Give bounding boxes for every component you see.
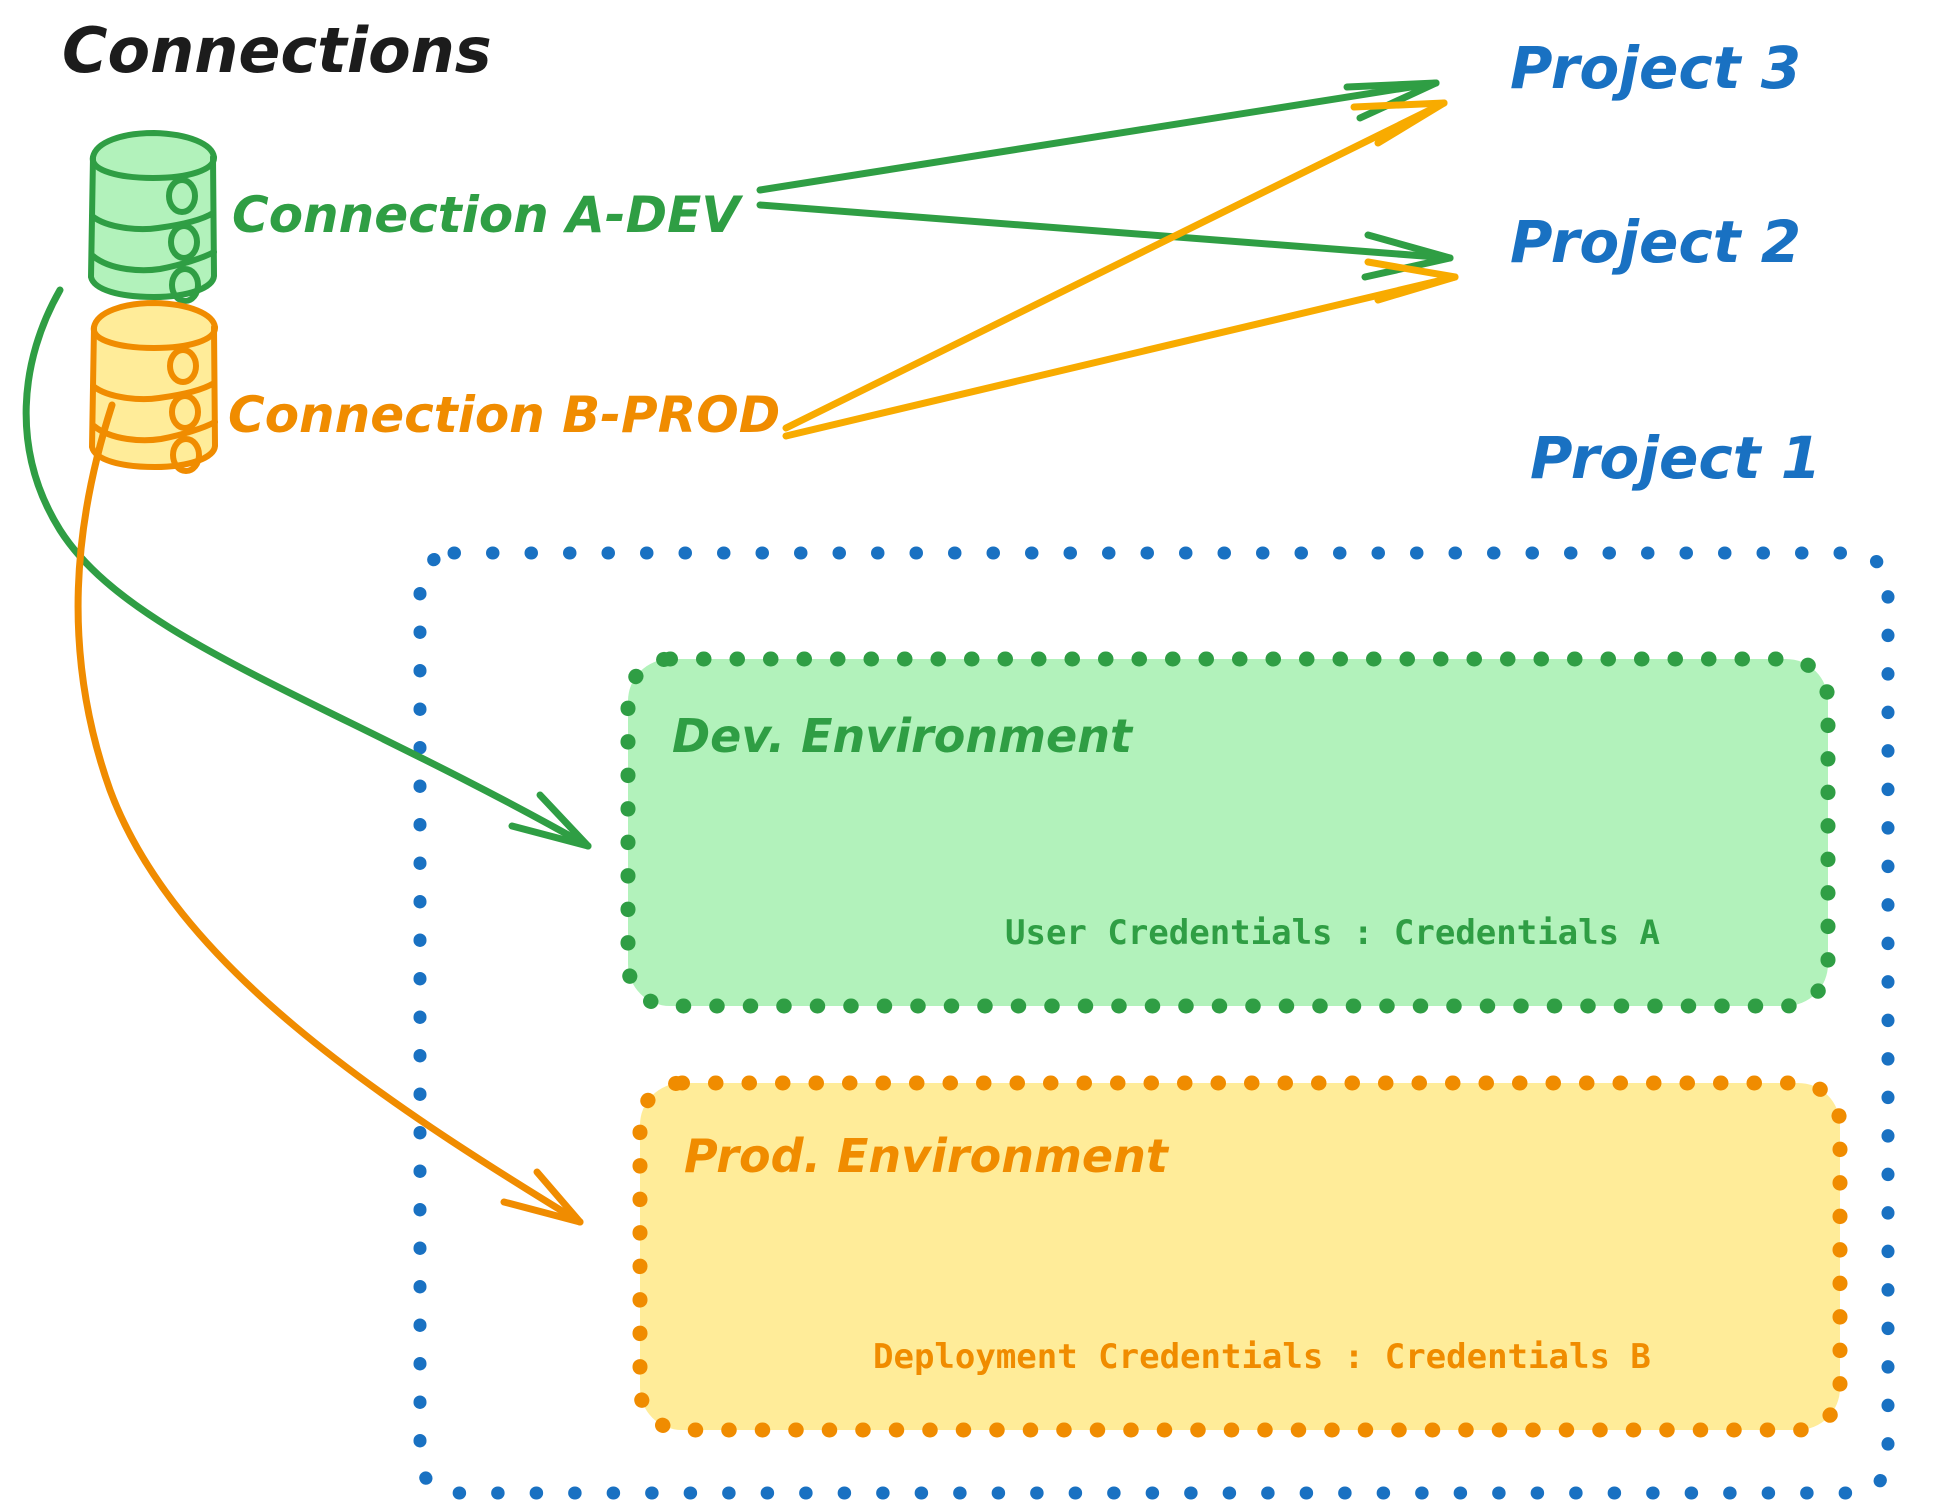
prod-environment-credentials: Deployment Credentials : Credentials B [873,1337,1651,1377]
dev-environment-border [620,651,1836,1014]
prod-environment-box[interactable] [632,1075,1848,1438]
prod-environment-title: Prod. Environment [684,1129,1170,1183]
arrow-b-prod-to-project-2 [782,258,1459,440]
page-title: Connections [62,14,492,87]
arrow-a-dev-to-dev-environment [22,286,592,850]
arrow-b-prod-to-project-3 [782,99,1448,432]
dev-environment-fill [628,659,1828,1006]
arrow-b-prod-to-prod-environment [74,401,584,1226]
arrow-a-dev-to-project-3 [756,79,1440,194]
prod-environment-fill [640,1083,1840,1430]
project-3-label[interactable]: Project 3 [1510,34,1801,102]
project-1-border [413,546,1895,1500]
project-2-label[interactable]: Project 2 [1510,208,1801,276]
connection-b-prod-label[interactable]: Connection B-PROD [228,386,780,444]
dev-environment-title: Dev. Environment [672,709,1134,763]
dev-environment-credentials: User Credentials : Credentials A [1005,913,1660,953]
prod-environment-border [632,1075,1848,1438]
arrow-a-dev-to-project-2 [756,201,1454,281]
database-cylinder-icon-orange[interactable] [89,300,218,474]
database-cylinder-icon-green[interactable] [88,130,217,304]
project-1-label[interactable]: Project 1 [1530,424,1821,492]
dev-environment-box[interactable] [620,651,1836,1014]
project-1-container [413,546,1895,1500]
connection-a-dev-label[interactable]: Connection A-DEV [232,186,743,244]
